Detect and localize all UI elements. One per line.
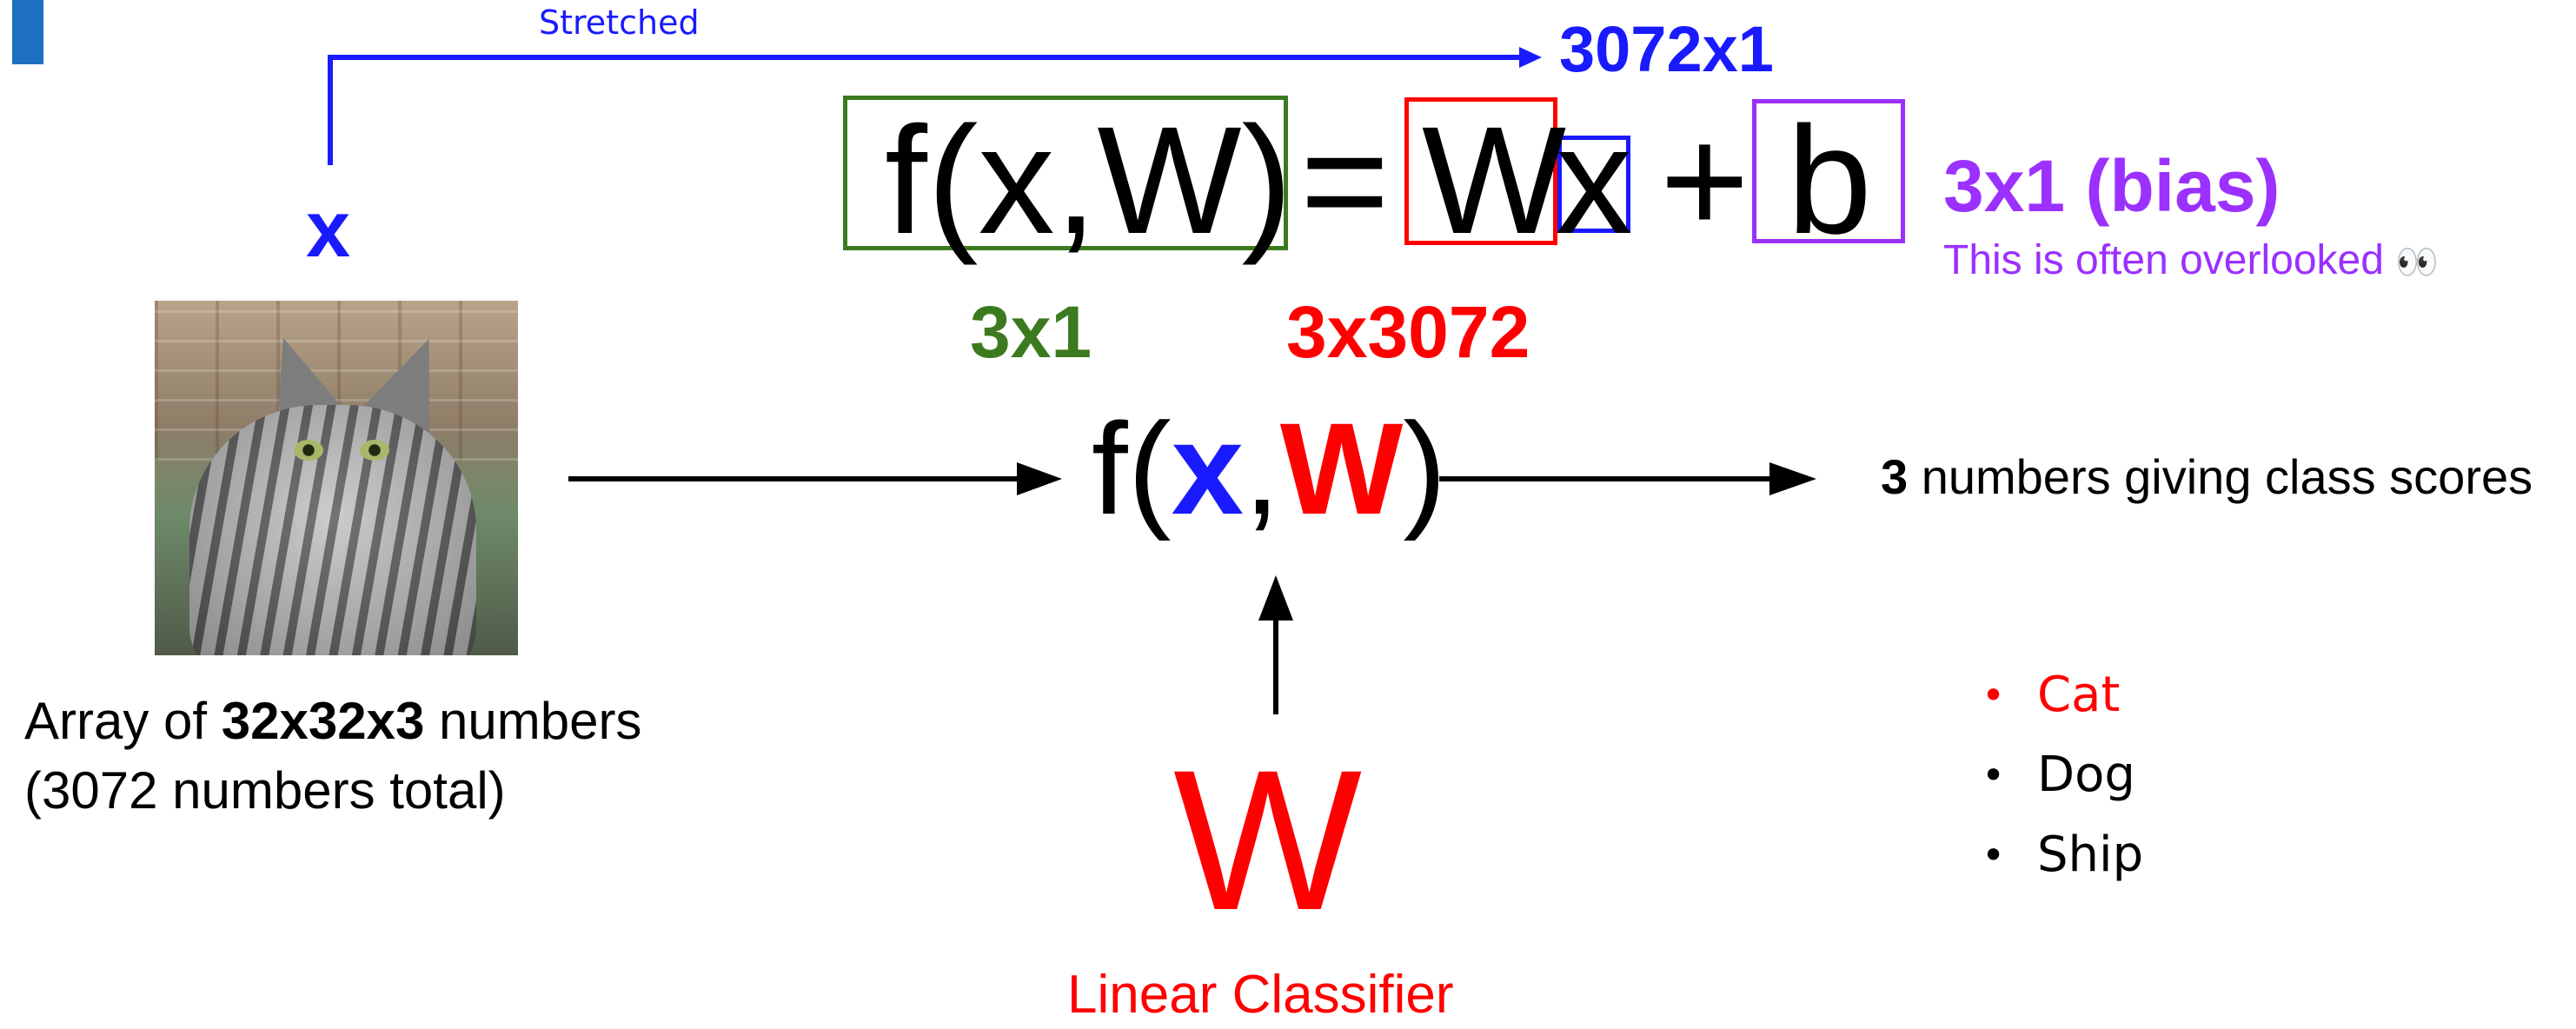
equation-f: f(x,W) [885,96,1293,266]
weights-symbol: W [1173,728,1363,952]
cat-body [189,405,476,655]
function-open: f( [1092,395,1172,541]
cat-photo [155,301,518,655]
input-caption-line1: Array of 32x32x3 numbers [24,687,641,756]
x-dimension-label: 3072x1 [1559,13,1774,85]
W-box [1404,97,1557,245]
input-caption-line2: (3072 numbers total) [24,761,506,820]
stretch-arrow [328,55,1521,165]
caption-suffix: numbers [424,692,642,750]
x-box [1557,136,1630,233]
class-item-cat: Cat [1982,655,2143,735]
function-close: ) [1403,395,1447,541]
function-x: x [1171,395,1245,541]
class-item-ship: Ship [1982,815,2143,895]
classifier-caption: Linear Classifier [1067,965,1454,1025]
bias-label: 3x1 (bias) [1943,145,2281,227]
f-box [843,96,1288,250]
output-description: 3 numbers giving class scores [1881,448,2533,506]
bias-note: This is often overlooked 👀 [1943,236,2439,287]
eyes-icon: 👀 [2395,243,2440,282]
equation-x: x [1556,96,1632,266]
class-item-dog: Dog [1982,735,2143,815]
input-caption: Array of 32x32x3 numbers (3072 numbers t… [24,687,641,826]
equation-W: W [1422,96,1567,266]
input-x-label: x [306,185,351,274]
stretch-arrowhead [1519,47,1542,68]
function-comma: , [1244,395,1280,541]
cat-eye-left [294,440,323,461]
output-count: 3 [1881,449,1909,504]
output-arrowhead [1769,462,1816,495]
stretched-label: Stretched [539,3,700,42]
b-box [1752,99,1905,243]
caption-shape: 32x32x3 [221,692,425,750]
caption-prefix: Array of [24,692,222,750]
class-list: Cat Dog Ship [1982,655,2143,895]
input-arrowhead [1017,462,1062,495]
slide-corner-accent [12,0,43,64]
weights-dimension-label: 3x3072 [1286,291,1530,373]
center-function: f(x,W) [1092,403,1446,534]
function-W: W [1279,395,1404,541]
equation-b: b [1787,96,1872,266]
equation-plus: + [1660,96,1749,266]
weights-arrowhead [1258,575,1293,621]
bias-note-text: This is often overlooked [1943,237,2384,283]
output-dimension-label: 3x1 [970,291,1092,373]
cat-eye-right [360,440,389,461]
equation-equals: = [1300,96,1390,266]
output-rest: numbers giving class scores [1908,449,2533,504]
